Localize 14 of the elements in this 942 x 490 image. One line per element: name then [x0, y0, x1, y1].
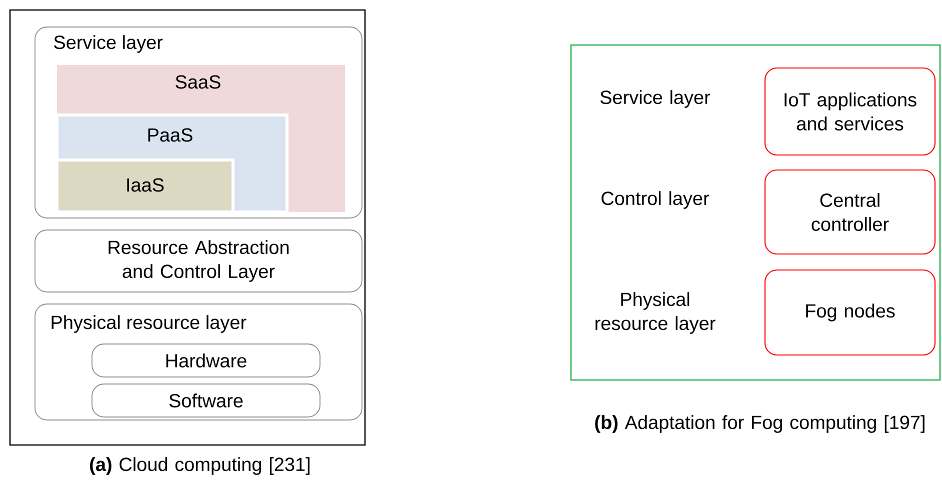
rounded-box: IoT applications and services — [764, 67, 936, 156]
figure-caption: (b) Adaptation for Fog computing [197] — [595, 415, 924, 433]
figure-caption: (a) Cloud computing [231] — [90, 457, 310, 475]
layer-label: Physical resource layer — [596, 292, 716, 334]
service-model-block: IaaS — [56, 158, 234, 214]
figure-frame — [570, 44, 941, 381]
rounded-box: Software — [92, 384, 320, 418]
rounded-box: Central controller — [764, 169, 936, 255]
rounded-box: Resource Abstraction and Control Layer — [34, 230, 362, 292]
layer-label: Control layer — [602, 191, 710, 209]
rounded-box: Fog nodes — [764, 269, 936, 356]
figure-frame — [9, 9, 366, 446]
rounded-box: Hardware — [92, 344, 320, 378]
layer-label: Service layer — [600, 90, 710, 108]
